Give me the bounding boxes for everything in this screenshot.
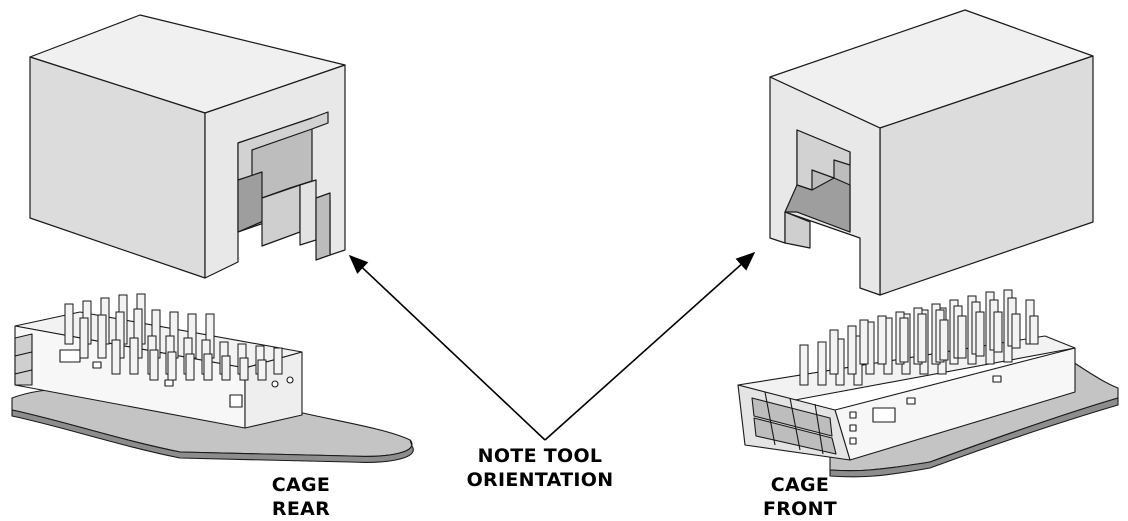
heatsink-fins-left [64,293,283,381]
label-note-line2: ORIENTATION [466,469,614,491]
label-cage-rear-line1: CAGE [271,474,331,496]
label-cage-front-line1: CAGE [770,474,830,496]
tool-block-left [29,14,346,279]
arrow-to-rear-tool [348,254,546,441]
tool-block-right [769,9,1094,296]
label-note-line1: NOTE TOOL [477,445,603,467]
heatsink-fins-right [799,289,1039,386]
label-cage-rear-line2: REAR [271,498,331,520]
label-cage-rear: CAGE REAR [266,473,336,521]
label-cage-front: CAGE FRONT [760,473,840,521]
label-note-tool-orientation: NOTE TOOL ORIENTATION [440,444,640,492]
tool-right-key [784,177,851,233]
arrow-to-front-tool [544,251,756,441]
label-cage-front-line2: FRONT [762,498,838,520]
